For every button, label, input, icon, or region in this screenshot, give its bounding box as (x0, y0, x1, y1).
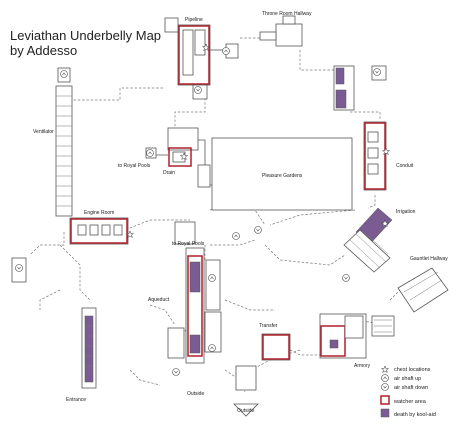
label-throne-room-hallway: Throne Room Hallway (262, 11, 312, 17)
air-shaft-up-icon (208, 274, 216, 282)
label-entrance: Entrance (66, 397, 86, 403)
legend-air-shaft-up-icon (381, 374, 389, 382)
ventilator-area (55, 67, 73, 217)
chest-star-icon (179, 152, 189, 161)
label-irrigation: Irrigation (396, 209, 416, 215)
legend-death-label: death by kool-aid (394, 412, 436, 418)
engine-room-area (69, 217, 129, 245)
conduit-area (363, 121, 387, 191)
aqueduct-area (167, 221, 222, 364)
pleasure-gardens-area (211, 137, 353, 211)
legend-chest-star-icon (380, 365, 390, 374)
label-pipeline: Pipeline (185, 17, 203, 23)
label-armory: Armory (354, 363, 371, 369)
pipeline-area (164, 17, 239, 100)
throne-room-hallway-area (259, 15, 303, 47)
air-shaft-up-icon (60, 70, 68, 78)
chest-star-icon (201, 43, 211, 52)
chest-star-icon (125, 230, 135, 239)
legend-watcher-label: watcher area (393, 399, 427, 405)
label-outside-1: Outside (187, 391, 204, 397)
drain-area (145, 127, 212, 188)
entrance-area (11, 257, 97, 389)
map-title-line2: by Addesso (10, 43, 77, 58)
legend-watcher-swatch (380, 395, 390, 405)
legend-air-down-label: air shaft down (394, 385, 428, 391)
label-transfer: Transfer (259, 323, 278, 329)
air-shaft-up-icon (232, 232, 240, 240)
label-pleasure-gardens: Pleasure Gardens (262, 173, 303, 179)
air-shaft-up-icon (208, 344, 216, 352)
irrigation-area (343, 207, 393, 273)
air-shaft-down-icon (373, 68, 381, 76)
chest-star-icon (381, 147, 391, 156)
label-outside-2: Outside (237, 408, 254, 414)
label-conduit: Conduit (396, 163, 414, 169)
label-drain: Drain (163, 170, 175, 176)
air-shaft-down-icon (342, 274, 350, 282)
armory-area (319, 313, 367, 359)
air-shaft-down-icon (15, 264, 23, 272)
upper-right-room (333, 65, 387, 111)
legend-air-shaft-down-icon (381, 383, 389, 391)
label-to-royal-pools-1: to Royal Pools (118, 163, 151, 169)
air-shaft-down-icon (254, 226, 262, 234)
label-to-royal-pools-2: to Royal Pools (172, 241, 205, 247)
map-title-line1: Leviathan Underbelly Map (10, 28, 161, 43)
transfer-area (261, 333, 291, 361)
label-gauntlet-hallway: Gauntlet Hallway (410, 256, 448, 262)
outside-area (233, 365, 259, 417)
legend-air-up-label: air shaft up (394, 376, 421, 382)
chest-star-icon (380, 219, 390, 228)
air-shaft-up-icon (146, 149, 154, 157)
air-shaft-down-icon (194, 86, 202, 94)
gauntlet-hallway-area (371, 267, 449, 337)
air-shaft-up-icon (222, 47, 230, 55)
legend: chest locations air shaft up air shaft d… (380, 365, 436, 418)
label-ventilator: Ventilator (33, 129, 54, 135)
legend-chest-label: chest locations (394, 367, 431, 373)
label-engine-room: Engine Room (84, 210, 114, 216)
legend-death-swatch (380, 408, 390, 418)
label-aqueduct: Aqueduct (148, 297, 170, 303)
chest-icons (125, 43, 391, 239)
air-shaft-icons (15, 47, 381, 376)
air-shaft-down-icon (172, 368, 180, 376)
